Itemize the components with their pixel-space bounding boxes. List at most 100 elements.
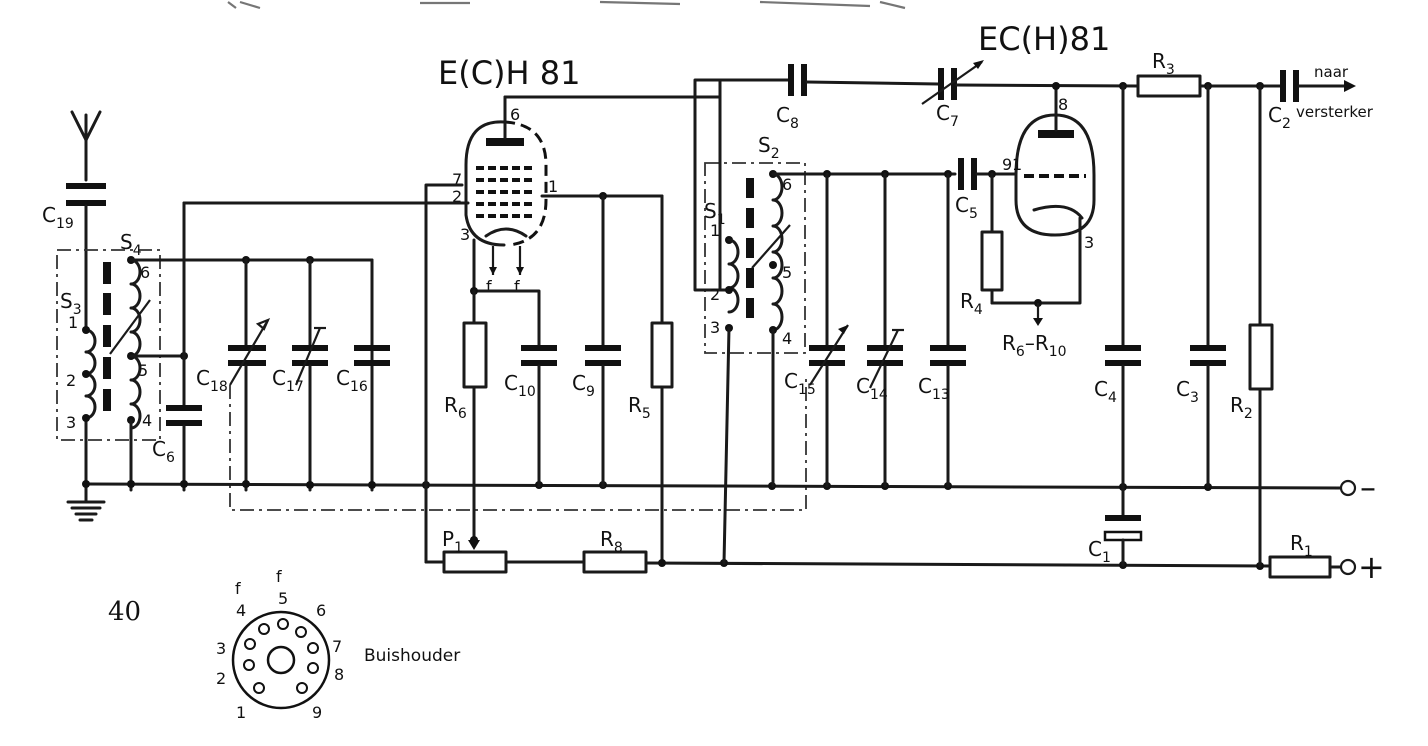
gang-link [229, 375, 807, 511]
label-c9: C9 [572, 371, 595, 400]
coil-shield-right [704, 162, 806, 354]
svg-text:2: 2 [66, 371, 76, 390]
label-naar: naar [1314, 63, 1349, 81]
label-r5: R5 [628, 393, 651, 422]
label-versterker: versterker [1296, 103, 1374, 121]
label-c3: C3 [1176, 377, 1199, 406]
tube-socket-icon [231, 610, 331, 710]
coil-s4 [109, 256, 151, 492]
svg-text:5: 5 [278, 589, 288, 608]
resistor-r4 [980, 230, 1004, 292]
tube-ech81 [464, 106, 548, 275]
output-arrow-icon [1344, 80, 1356, 92]
capacitor-c4 [1105, 345, 1141, 366]
label-c16: C16 [336, 366, 368, 395]
terminal-minus [1339, 479, 1357, 497]
capacitor-c2 [1280, 70, 1299, 102]
tube-ec81 [1014, 84, 1096, 237]
svg-text:6: 6 [140, 263, 150, 282]
label-c4: C4 [1094, 377, 1117, 406]
svg-text:f: f [276, 567, 282, 586]
coil-s1 [725, 236, 740, 332]
svg-text:9: 9 [312, 703, 322, 722]
capacitor-c1 [1103, 515, 1143, 542]
resistor-r1 [1268, 555, 1332, 579]
coil-s3 [82, 326, 97, 492]
capacitor-c9 [585, 345, 621, 366]
svg-text:f: f [486, 277, 492, 296]
tube-mixer-title: E(C)H 81 [438, 54, 580, 92]
label-c14: C14 [856, 374, 888, 403]
svg-text:6: 6 [510, 105, 520, 124]
label-c2: C2 [1268, 103, 1291, 132]
svg-text:3: 3 [66, 413, 76, 432]
capacitor-c8 [788, 64, 807, 96]
label-r6-r10: R6–R10 [1002, 331, 1067, 360]
label-s2: S2 [758, 133, 780, 162]
svg-text:7: 7 [332, 637, 342, 656]
ferrite-core-left [103, 262, 111, 411]
coil-s2 [751, 170, 791, 334]
svg-text:2: 2 [710, 285, 720, 304]
coil-shield-left [56, 249, 161, 441]
capacitor-c19 [66, 183, 106, 206]
capacitor-c18 [228, 317, 271, 386]
resistor-r3 [1136, 74, 1202, 98]
label-r4: R4 [960, 289, 983, 318]
svg-text:1: 1 [710, 221, 720, 240]
label-c13: C13 [918, 374, 950, 403]
svg-text:6: 6 [316, 601, 326, 620]
label-s4: S4 [120, 230, 142, 259]
tube-oscillator-title: EC(H)81 [978, 20, 1110, 58]
label-r6: R6 [444, 393, 467, 422]
svg-text:4: 4 [782, 329, 792, 348]
svg-text:4: 4 [142, 411, 152, 430]
svg-text:5: 5 [138, 361, 148, 380]
svg-text:1: 1 [236, 703, 246, 722]
page-number: 40 [108, 597, 141, 627]
label-c18: C18 [196, 366, 228, 395]
socket-label: Buishouder [364, 646, 460, 666]
label-plus: + [1358, 548, 1385, 586]
svg-text:1: 1 [548, 177, 558, 196]
label-c17: C17 [272, 366, 304, 395]
capacitor-c14 [867, 328, 904, 389]
svg-text:3: 3 [460, 225, 470, 244]
label-c10: C10 [504, 371, 536, 400]
svg-text:5: 5 [782, 263, 792, 282]
capacitor-c15 [809, 324, 849, 386]
capacitor-c5 [958, 158, 977, 190]
capacitor-c17 [292, 326, 328, 386]
svg-text:3: 3 [1084, 233, 1094, 252]
capacitor-c3 [1190, 345, 1226, 366]
capacitor-c16 [354, 345, 390, 366]
label-c6: C6 [152, 437, 175, 466]
svg-text:4: 4 [236, 601, 246, 620]
resistor-r6 [462, 321, 488, 389]
label-minus: – [1360, 468, 1376, 506]
capacitor-c7 [921, 60, 984, 105]
svg-text:1: 1 [1012, 155, 1022, 174]
label-c7: C7 [936, 101, 959, 130]
svg-text:f: f [514, 277, 520, 296]
terminal-plus [1339, 558, 1357, 576]
svg-text:2: 2 [216, 669, 226, 688]
resistor-r5 [650, 321, 674, 389]
svg-text:3: 3 [710, 318, 720, 337]
capacitor-c13 [930, 345, 966, 366]
label-c15: C15 [784, 369, 816, 398]
label-c1: C1 [1088, 537, 1111, 566]
svg-text:3: 3 [216, 639, 226, 658]
resistor-r2 [1248, 323, 1274, 391]
capacitor-c6 [166, 405, 202, 426]
antenna-icon [70, 110, 102, 182]
svg-text:8: 8 [1058, 95, 1068, 114]
svg-text:9: 9 [1002, 155, 1012, 174]
ground-icon [66, 488, 106, 522]
svg-text:6: 6 [782, 175, 792, 194]
svg-text:7: 7 [452, 170, 462, 189]
svg-text:1: 1 [68, 313, 78, 332]
label-c8: C8 [776, 103, 799, 132]
ground-bus [84, 482, 1342, 490]
